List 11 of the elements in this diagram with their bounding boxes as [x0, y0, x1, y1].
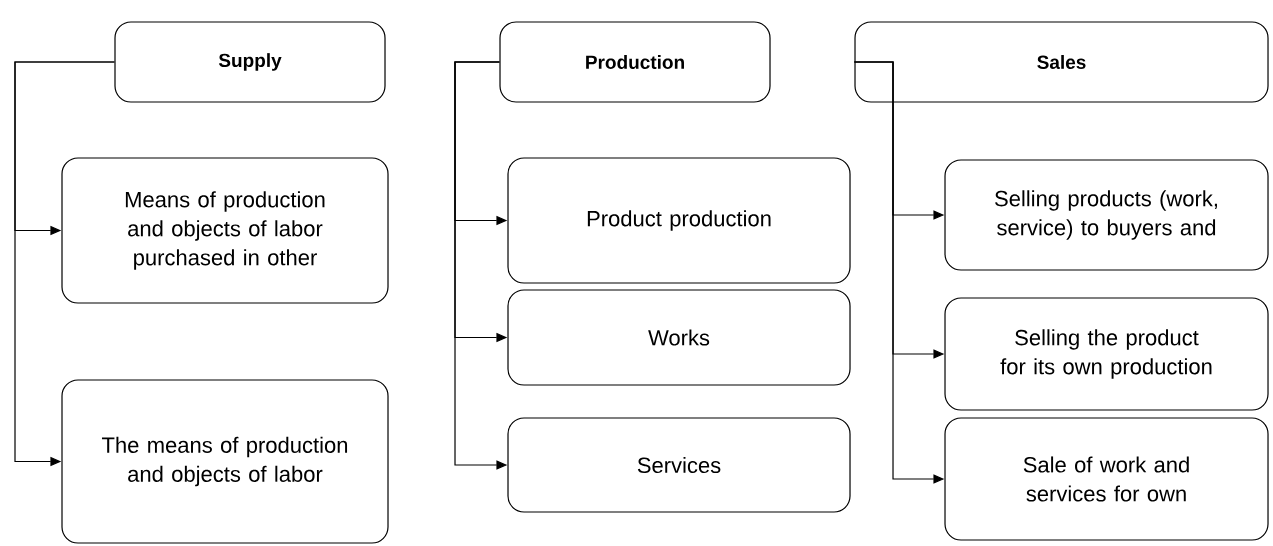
item-box: Services	[507, 417, 851, 513]
item-box: Works	[507, 289, 851, 386]
stage-box: Production	[499, 21, 771, 103]
stage-box: Sales	[854, 21, 1269, 103]
item-box: Selling products (work, service) to buyers and	[944, 159, 1269, 271]
stage-box: Supply	[114, 21, 386, 103]
item-box: Means of production and objects of labor purchased in other	[61, 157, 389, 304]
item-box: The means of production and objects of labor	[61, 379, 389, 544]
item-box: Selling the product for its own production	[944, 297, 1269, 411]
item-box: Sale of work and services for own	[944, 417, 1269, 541]
item-box: Product production	[507, 157, 851, 284]
